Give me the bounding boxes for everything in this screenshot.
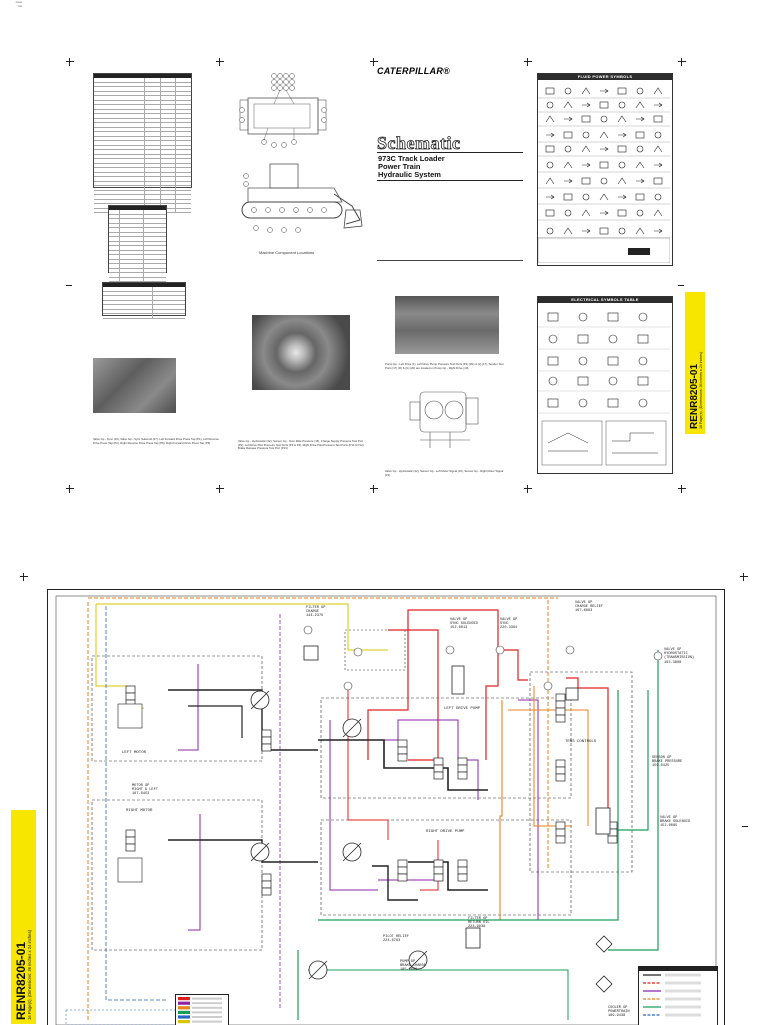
label-sensor-brake-pressure: SENSOR GP BRAKE PRESSURE 159-0425 [652,756,683,769]
label-filter-return: FILTER GP RETURN OIL 223-9938 [468,917,490,930]
line-patterns-legend [638,966,718,1025]
crop-mark [370,485,378,493]
photo-caption-left: Valve Gp - Sync (23), Valve Gp - Sync So… [93,437,219,445]
doc-pages: 16 Page(s), (Dimensions: 36 inches x 24 … [699,351,703,429]
crop-mark [66,58,74,66]
label-pump-brake-charge: PUMP GP BRAKE CHARGE 185-9688 [400,960,426,973]
electrical-symbols-panel: ELECTRICAL SYMBOLS TABLE [537,296,673,474]
machine-top-view [239,73,327,148]
crop-mark [20,573,28,581]
electrical-symbol-grid [538,312,670,466]
label-left-motor: LEFT MOTOR [122,751,147,755]
doc-id-banner-bottom: RENR8205-01 16 Page(s), (Dimensions: 36 … [11,810,36,1024]
component-photo-sync-valve [93,358,176,413]
component-photo-drive-pump [395,296,499,354]
hydraulic-schematic: LEFT MOTOR RIGHT MOTOR LEFT DRIVE PUMP R… [47,589,725,1025]
cover-sheet: Valve Gp - Sync (23), Valve Gp - Sync So… [0,0,768,493]
electrical-symbols-title: ELECTRICAL SYMBOLS TABLE [538,297,672,303]
label-valve-charge-relief: VALVE GP CHARGE RELIEF 167-6663 [575,601,604,614]
crop-mark [524,58,532,66]
crop-mark [678,485,686,493]
label-tens-controls: TENS CONTROLS [565,740,597,744]
label-motor-gp: MOTOR GP RIGHT & LEFT 167-6453 [132,784,158,797]
label-right-motor: RIGHT MOTOR [126,809,153,813]
photo-caption-right-top: Pump Gp - Left Drive (1), Left Drive Pum… [385,362,504,370]
title-rule [377,180,523,181]
crop-mark [216,58,224,66]
label-valve-brake-solenoid: VALVE GP BRAKE SOLENOID 152-6085 [660,816,691,829]
color-code-legend [175,994,229,1025]
fold-tick [742,826,748,827]
crop-mark [524,485,532,493]
component-photo-hydrostatic-valve [252,315,350,390]
page-title: Schematic [377,133,461,154]
machine-side-view [241,163,363,233]
fluid-power-symbols-panel: FLUID POWER SYMBOLS [537,73,673,266]
label-valve-hydrostatic: VALVE GP HYDROSTATIC (TRANSMISSION) 193-… [664,648,695,665]
fold-tick [66,285,72,286]
photo-caption-right-bottom: Valve Gp - Hydrostatic (22), Sensor Gp -… [385,469,504,477]
crop-mark [216,485,224,493]
doc-id-banner-top: RENR8205-01 16 Page(s), (Dimensions: 36 … [685,292,705,434]
footer-rule [377,260,523,261]
color-code-swatches [178,997,222,1024]
drive-pump-diagram [409,391,479,448]
crop-mark [678,58,686,66]
label-pilot-relief: PILOT RELIEF 224-6793 [383,935,409,944]
subtitle-line-2: Power Train [378,162,421,171]
label-right-drive-pump: RIGHT DRIVE PUMP [426,830,465,834]
label-valve-sync-solenoid: VALVE GP SYNC SOLENOID 152-6013 [450,618,479,631]
component-table [93,73,192,213]
doc-meta: ▪▪▪▪▪▪▪▪▪▪ [15,0,22,8]
subtitle-line-3: Hydraulic System [378,170,441,179]
line-pattern-swatches [643,973,701,1017]
fold-tick [678,285,684,286]
crop-mark [66,485,74,493]
caterpillar-logo: CATERPILLAR® [377,66,451,76]
subtitle-line-1: 973C Track Loader [378,154,445,163]
fluid-symbols-title: FLUID POWER SYMBOLS [538,74,672,80]
test-port-table [102,282,186,319]
machine-caption: Machine Component Locations [259,250,315,255]
label-cooler-powertrain: COOLER GP POWERTRAIN 189-9438 [608,1006,630,1019]
crop-mark [370,58,378,66]
doc-pages: 16 Page(s), (Dimensions: 36 inches x 24 … [27,929,32,1020]
label-valve-sync: VALVE GP SYNC 220-3364 [500,618,518,631]
schematic-lines [55,595,717,1025]
label-filter-charge: FILTER GP CHARGE 144-2375 [306,606,326,619]
label-left-drive-pump: LEFT DRIVE PUMP [444,707,481,711]
photo-caption-mid: Valve Gp - Hydrostatic (22), Sensor Gp -… [238,439,365,451]
doc-number: RENR8205-01 [14,941,28,1020]
title-rule [377,152,523,153]
crop-mark [740,573,748,581]
connector-table [108,205,167,287]
fluid-symbol-grid [537,87,671,264]
